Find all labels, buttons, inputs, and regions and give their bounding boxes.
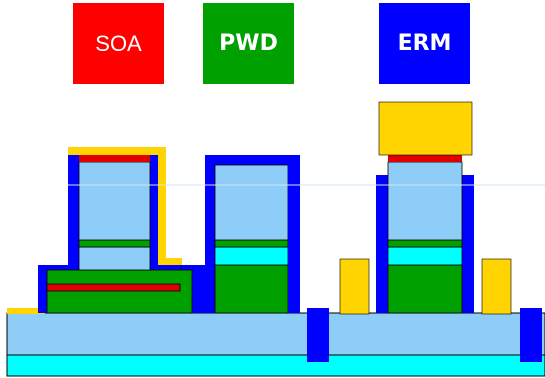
erm-right-electrode: [481, 258, 512, 315]
pwd-lower-mesa: [214, 264, 289, 314]
pwd-label: PWD: [219, 31, 278, 56]
erm-left-electrode: [339, 258, 370, 315]
trench-left: [307, 308, 329, 362]
pwd-right-wall-fill: [288, 165, 300, 313]
soa-upper-light-blue-lower: [78, 246, 151, 271]
soa-top-contact: [79, 155, 150, 162]
soa-label-box: SOA: [73, 3, 164, 84]
trench-right: [520, 308, 542, 362]
left-contact-pad: [7, 308, 45, 314]
erm-label-box: ERM: [379, 3, 470, 84]
soa-lower-mesa: [46, 269, 193, 314]
substrate-light-blue-layer: [6, 312, 545, 356]
soa-ridge: [78, 161, 151, 241]
soa-label: SOA: [95, 30, 142, 56]
pwd-label-box: PWD: [203, 3, 294, 84]
substrate-cyan-layer: [6, 354, 545, 377]
erm-ridge: [387, 161, 463, 241]
soa-metal: [68, 147, 182, 265]
erm-top-contact: [388, 155, 462, 162]
soa-active-layer: [46, 283, 181, 292]
erm-label: ERM: [397, 31, 452, 56]
erm-metal-pad: [378, 101, 473, 156]
soa-green-line: [78, 239, 151, 248]
pwd-ridge: [214, 164, 289, 241]
erm-cyan-layer: [387, 246, 463, 266]
erm-lower-mesa: [387, 264, 463, 314]
erm-green-line: [387, 239, 463, 248]
pwd-green-line: [214, 239, 289, 248]
pwd-cyan-layer: [214, 246, 289, 266]
